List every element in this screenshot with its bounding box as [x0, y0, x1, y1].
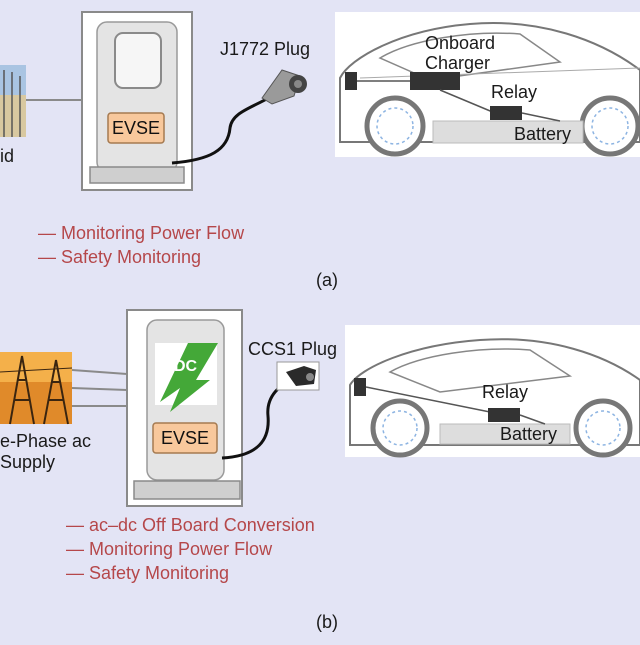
panel-caption-b: (b) [316, 612, 338, 632]
ccs1-plug-icon [276, 361, 320, 391]
evse-station-a [81, 11, 193, 191]
evse-station-b [126, 309, 243, 507]
function-item-a-1: — Monitoring Power Flow [38, 223, 245, 243]
dc-lightning-icon [160, 343, 218, 412]
ac-phase-line-2 [71, 387, 128, 391]
relay-label-b: Relay [482, 382, 529, 402]
function-item-b-1: — ac–dc Off Board Conversion [66, 515, 315, 535]
car-a [335, 12, 640, 157]
power-tower-source-image-b [0, 352, 73, 425]
evse-label-b: EVSE [160, 428, 210, 448]
j1772-plug-label: J1772 Plug [220, 39, 311, 59]
grid-label-a: id [0, 146, 15, 166]
charging-cable-a [171, 94, 273, 165]
relay-label-a: Relay [491, 82, 538, 102]
panel-caption-a: (a) [316, 270, 338, 290]
ccs1-plug-label: CCS1 Plug [248, 339, 338, 359]
car-b [345, 325, 640, 458]
ac-supply-label-line2: Supply [0, 452, 56, 472]
onboard-charger-label-line2: Charger [425, 53, 491, 73]
function-item-b-3: — Safety Monitoring [66, 563, 230, 583]
j1772-plug-icon [261, 69, 307, 105]
battery-label-a: Battery [514, 124, 572, 144]
ac-phase-line-1 [71, 369, 128, 375]
battery-label-b: Battery [500, 424, 558, 444]
onboard-charger-label-line1: Onboard [425, 33, 496, 53]
grid-source-image-a [0, 65, 26, 137]
function-item-b-2: — Monitoring Power Flow [66, 539, 273, 559]
evse-label-a: EVSE [111, 118, 161, 138]
ac-supply-label-line1: e-Phase ac [0, 431, 92, 451]
dc-badge-label: DC [174, 358, 198, 375]
function-item-a-2: — Safety Monitoring [38, 247, 202, 267]
